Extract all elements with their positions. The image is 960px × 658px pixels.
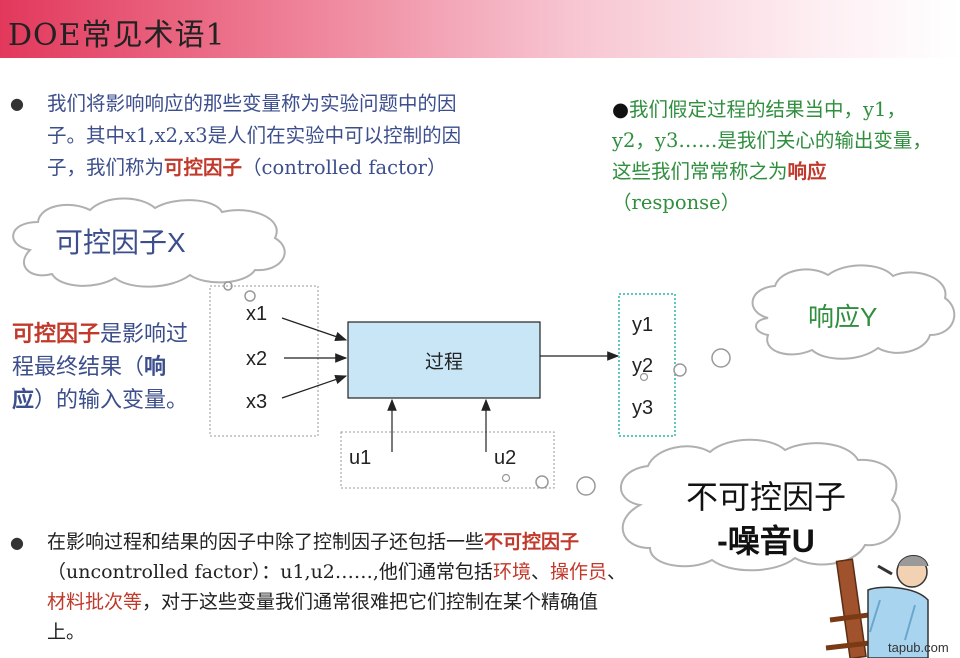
cloud-response: 响应Y <box>753 265 955 358</box>
cloud-controllable-label: 可控因子X <box>55 227 186 258</box>
p3-highlight: 不可控因子 <box>484 531 579 553</box>
cloud-noise: 不可控因子 -噪音U <box>621 440 900 571</box>
p3-sep1: 、 <box>531 561 550 583</box>
paragraph-uncontrolled-factor: 在影响过程和结果的因子中除了控制因子还包括一些不可控因子 （uncontrolle… <box>47 527 627 647</box>
input-x3: x3 <box>246 391 267 413</box>
p3-item1: 环境 <box>493 561 531 583</box>
left-desc-highlight1: 可控因子 <box>12 321 100 347</box>
watermark: tapub.com <box>888 640 949 655</box>
p3-sep2: 、 <box>607 561 626 583</box>
p3-text-a: 在影响过程和结果的因子中除了控制因子还包括一些 <box>47 531 484 553</box>
noise-u1: u1 <box>349 447 371 469</box>
cloud-noise-line1: 不可控因子 <box>686 479 846 515</box>
process-label: 过程 <box>425 351 463 373</box>
output-y1: y1 <box>632 314 653 336</box>
thought-bubble-dot <box>641 374 648 381</box>
thought-bubble-dot <box>577 477 595 495</box>
p3-item3: 材料批次等 <box>47 591 142 613</box>
thought-bubble-dot <box>536 476 548 488</box>
arrow-x1 <box>282 318 346 340</box>
left-description: 可控因子是影响过程最终结果（响应）的输入变量。 <box>12 318 192 417</box>
noise-u2: u2 <box>494 447 516 469</box>
cloud-response-label: 响应Y <box>808 302 877 332</box>
p3-text-b: （uncontrolled factor）：u1,u2……,他们通常包括 <box>47 561 493 583</box>
thought-bubble-dot <box>674 364 686 376</box>
arrow-x3 <box>282 376 346 398</box>
input-x1: x1 <box>246 303 267 325</box>
thought-bubble-dot <box>712 349 730 367</box>
p3-item2: 操作员 <box>550 561 607 583</box>
left-desc-text-b: ）的输入变量。 <box>34 388 188 413</box>
output-y3: y3 <box>632 397 653 419</box>
thought-bubble-dot <box>503 475 510 482</box>
input-x2: x2 <box>246 348 267 370</box>
noise-factor-box <box>341 432 554 488</box>
cloud-noise-line2: -噪音U <box>717 523 815 559</box>
bullet-3: ● <box>10 533 24 552</box>
thought-bubble-dot <box>245 291 255 301</box>
